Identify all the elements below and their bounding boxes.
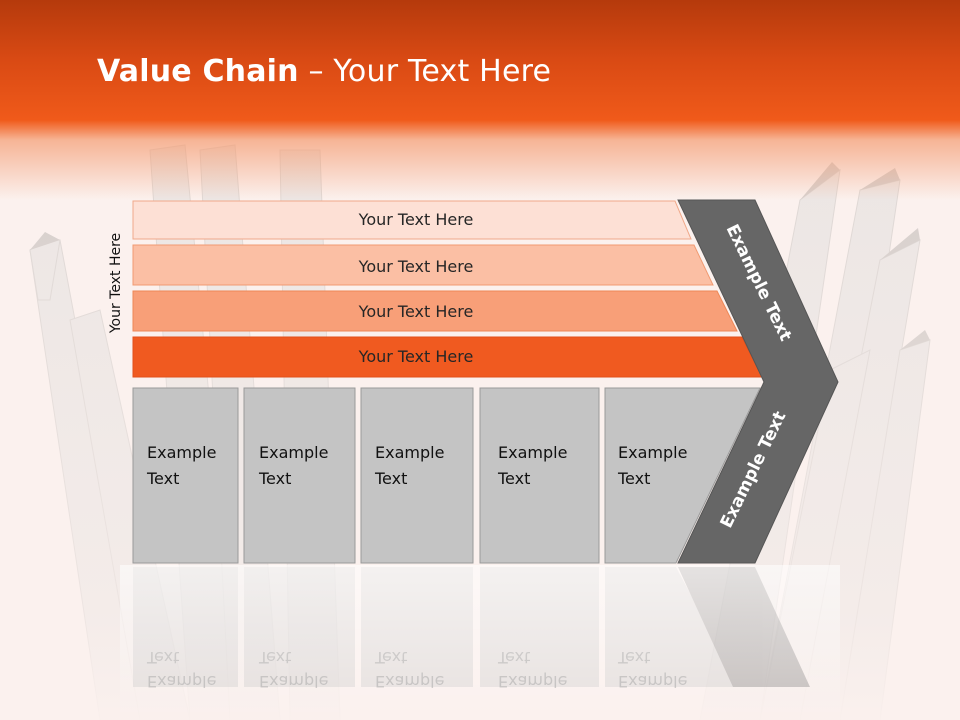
support-activity-band-2: Your Text Here <box>132 244 714 286</box>
column-4-line-1: Example <box>498 443 567 462</box>
column-5-line-1: Example <box>618 443 687 462</box>
svg-text:Text: Text <box>374 469 407 488</box>
primary-activity-2: Example Text <box>243 387 356 564</box>
support-activity-band-3: Your Text Here <box>132 290 738 332</box>
title-bold-part: Value Chain <box>97 54 299 89</box>
band-label-4: Your Text Here <box>358 347 474 366</box>
support-activity-band-4: Your Text Here <box>132 336 763 378</box>
column-box-2 <box>243 387 356 564</box>
band-shape-2 <box>132 244 714 286</box>
svg-text:Example: Example <box>147 443 216 462</box>
column-1-line-1: Example <box>147 443 216 462</box>
column-box-3 <box>360 387 474 564</box>
primary-activity-5: Example Text <box>604 387 761 564</box>
column-4-line-2: Text <box>497 469 530 488</box>
band-label-2: Your Text Here <box>358 257 474 276</box>
column-1-line-2: Text <box>146 469 179 488</box>
svg-text:Example: Example <box>498 443 567 462</box>
column-2-line-1: Example <box>259 443 328 462</box>
margin-chevron-arrow: Example Text Example Text <box>677 199 839 564</box>
column-box-5 <box>604 387 761 564</box>
svg-text:Text: Text <box>146 469 179 488</box>
column-box-4 <box>479 387 600 564</box>
column-5-line-2: Text <box>617 469 650 488</box>
band-label-1: Your Text Here <box>358 210 474 229</box>
primary-activity-1: Example Text <box>132 387 239 564</box>
svg-text:Example: Example <box>375 443 444 462</box>
column-3-line-1: Example <box>375 443 444 462</box>
svg-text:Text: Text <box>617 469 650 488</box>
title-rest-part: – Your Text Here <box>298 54 552 89</box>
chevron-shape <box>677 199 839 564</box>
band-label-3: Your Text Here <box>358 302 474 321</box>
column-2-line-2: Text <box>258 469 291 488</box>
column-3-line-2: Text <box>374 469 407 488</box>
svg-text:Text: Text <box>258 469 291 488</box>
band-shape-1 <box>132 200 692 240</box>
title-bar <box>0 0 960 200</box>
support-activity-band-1: Your Text Here <box>132 200 692 240</box>
band-shape-3 <box>132 290 738 332</box>
primary-activity-4: Example Text <box>479 387 600 564</box>
svg-text:Example: Example <box>618 443 687 462</box>
primary-activity-3: Example Text <box>360 387 474 564</box>
svg-text:Text: Text <box>497 469 530 488</box>
column-box-1 <box>132 387 239 564</box>
slide-title: Value Chain – Your Text Here <box>97 54 551 89</box>
svg-text:Example: Example <box>259 443 328 462</box>
